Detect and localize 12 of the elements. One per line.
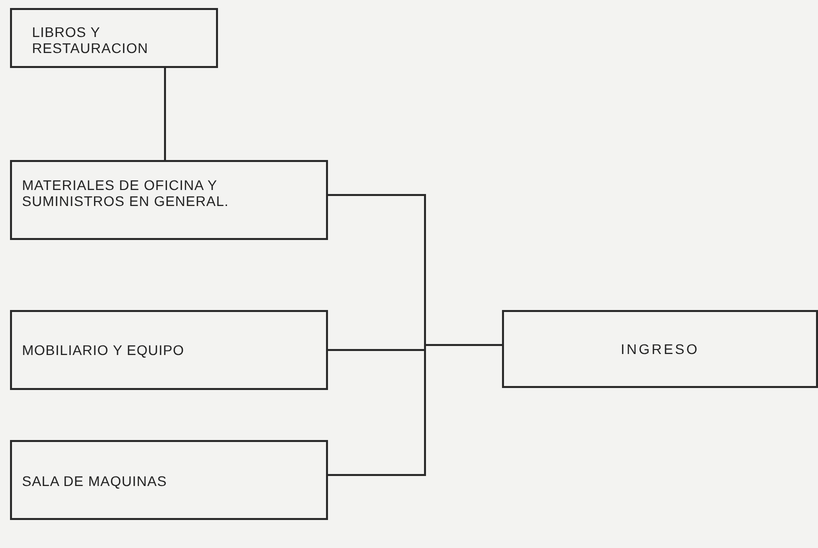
box-label: LIBROS Y RESTAURACION	[32, 24, 150, 56]
process-box	[10, 440, 328, 520]
box-label: INGRESO	[620, 341, 700, 357]
box-label: MATERIALES DE OFICINA Y SUMINISTROS EN GENERAL.	[22, 177, 230, 209]
process-box	[502, 310, 818, 388]
connector-line	[328, 344, 502, 476]
process-box	[10, 160, 328, 240]
process-box	[10, 8, 218, 68]
box-label: SALA DE MAQUINAS	[22, 473, 167, 489]
connector-line	[164, 68, 166, 160]
box-label: MOBILIARIO Y EQUIPO	[22, 342, 184, 358]
process-box	[10, 310, 328, 390]
